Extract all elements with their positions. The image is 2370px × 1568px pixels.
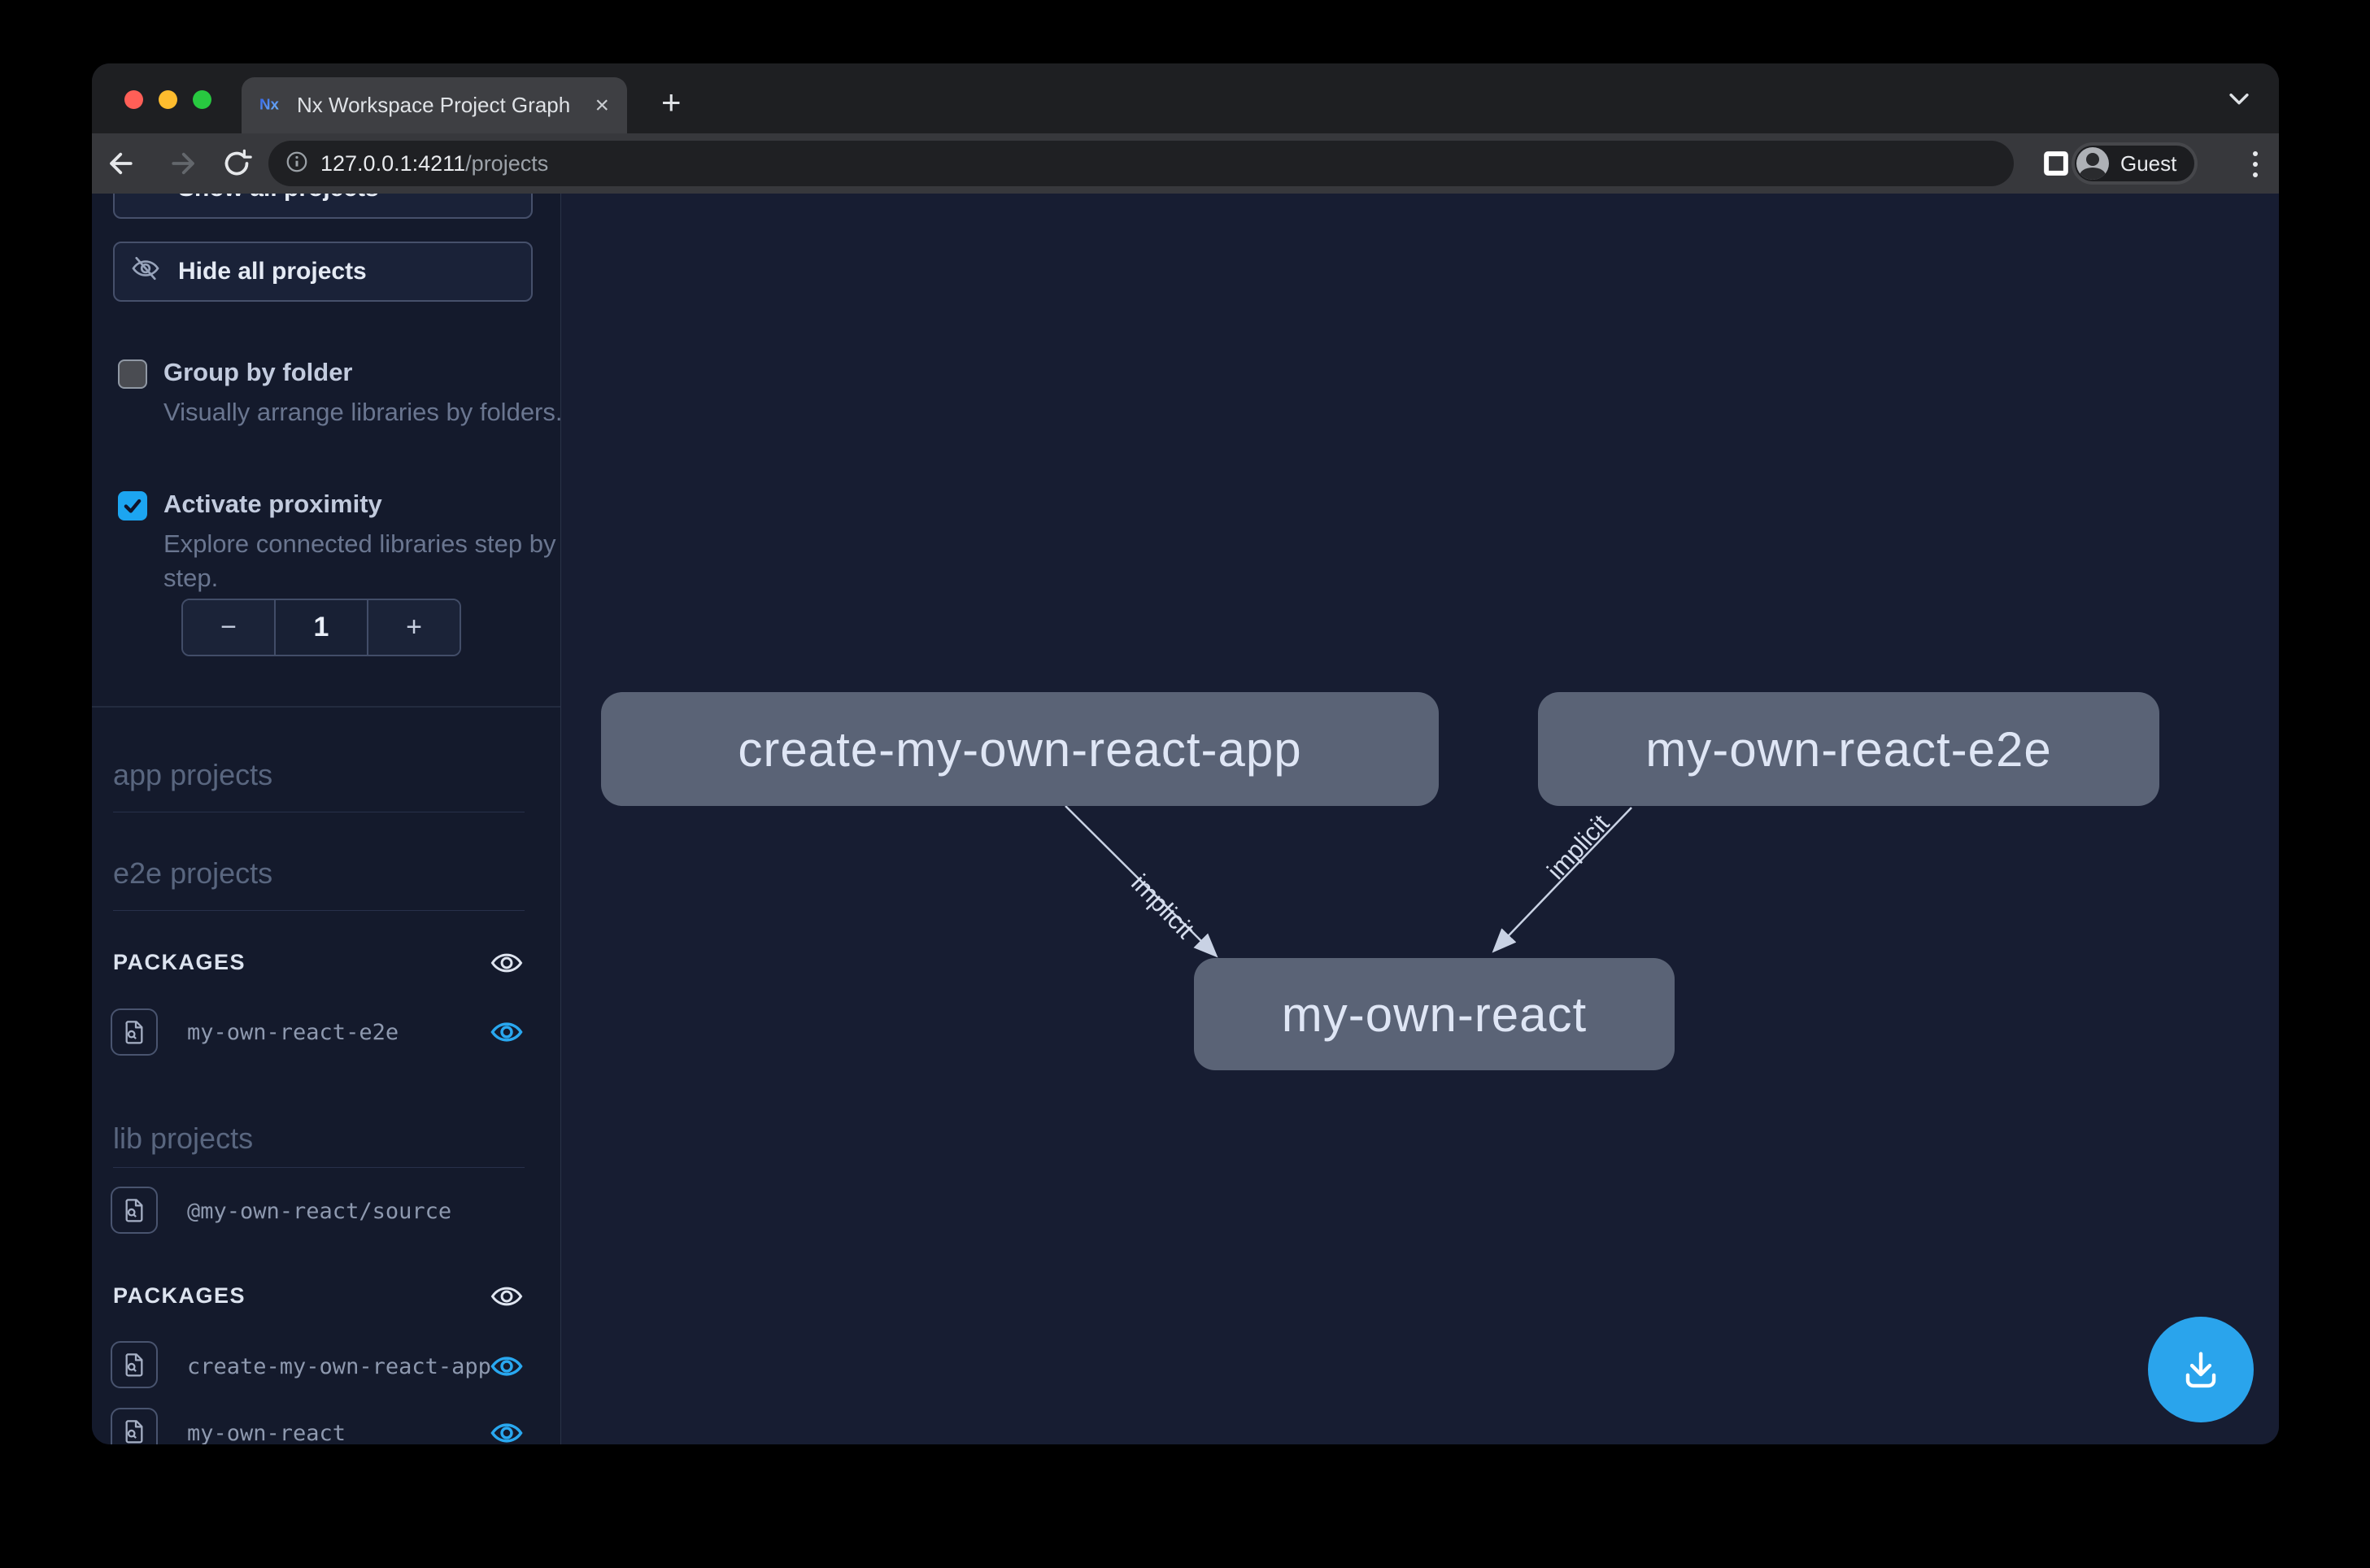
project-item-label[interactable]: my-own-react	[187, 1421, 346, 1444]
hide-all-projects-button[interactable]: Hide all projects	[113, 242, 533, 302]
page-content: Show all projects Hide all projects Grou…	[92, 194, 2279, 1444]
group-by-folder-label: Group by folder	[163, 358, 353, 386]
svg-text:Nx: Nx	[259, 96, 280, 113]
url-text: 127.0.0.1:4211/projects	[320, 151, 548, 176]
back-icon[interactable]	[103, 147, 136, 180]
project-item-label[interactable]: @my-own-react/source	[187, 1199, 452, 1224]
close-window-button[interactable]	[124, 90, 143, 109]
packages-eye-icon[interactable]	[490, 1279, 524, 1313]
browser-window: Nx Nx Workspace Project Graph × +	[92, 63, 2279, 1444]
browser-menu-icon[interactable]	[2239, 148, 2272, 181]
group-by-folder-checkbox[interactable]	[118, 359, 147, 389]
project-file-icon[interactable]	[111, 1408, 158, 1444]
tab-nx-workspace[interactable]: Nx Nx Workspace Project Graph ×	[242, 77, 627, 133]
url-path: /projects	[465, 150, 549, 176]
tab-title: Nx Workspace Project Graph	[297, 93, 571, 117]
browser-toolbar: 127.0.0.1:4211/projects Guest	[92, 133, 2279, 194]
lib-projects-heading: lib projects	[113, 1122, 254, 1155]
traffic-lights	[124, 90, 211, 109]
avatar	[2076, 147, 2109, 180]
edge-e2e-to-react[interactable]	[1492, 807, 1632, 953]
proximity-depth-value: 1	[274, 600, 368, 655]
activate-proximity-description: Explore connected libraries step by step…	[163, 529, 556, 592]
eye-off-icon	[131, 254, 160, 290]
minimize-window-button[interactable]	[159, 90, 177, 109]
graph-node-my-own-react[interactable]: my-own-react	[1194, 958, 1675, 1070]
url-host: 127.0.0.1:4211	[320, 150, 466, 176]
tab-strip: Nx Nx Workspace Project Graph × +	[92, 63, 2279, 133]
show-all-projects-label: Show all projects	[178, 194, 379, 203]
graph-edges: implicit implicit	[1065, 805, 1632, 958]
profile-button[interactable]: Guest	[2072, 142, 2198, 185]
activate-proximity-checkbox[interactable]	[118, 491, 147, 520]
e2e-projects-rule	[113, 910, 525, 911]
address-bar[interactable]: 127.0.0.1:4211/projects	[268, 141, 2014, 186]
tab-close-icon[interactable]: ×	[595, 91, 609, 119]
packages-heading-e2e: PACKAGES	[113, 950, 246, 974]
tab-search-chevron-icon[interactable]	[2225, 85, 2253, 116]
lib-projects-rule	[113, 1167, 525, 1168]
sidebar-divider	[92, 706, 560, 708]
profile-name: Guest	[2120, 150, 2177, 176]
project-file-icon[interactable]	[111, 1008, 158, 1056]
new-tab-button[interactable]: +	[661, 83, 682, 121]
nx-favicon-icon: Nx	[259, 91, 284, 120]
edge-create-to-react[interactable]	[1065, 805, 1218, 958]
e2e-projects-heading: e2e projects	[113, 856, 273, 890]
proximity-depth-stepper: − 1 +	[181, 599, 461, 656]
show-all-projects-button[interactable]: Show all projects	[113, 194, 533, 219]
project-item-label[interactable]: my-own-react-e2e	[187, 1020, 399, 1045]
site-info-icon[interactable]	[285, 150, 309, 178]
sidebar: Show all projects Hide all projects Grou…	[92, 194, 561, 1444]
side-panel-icon[interactable]	[2041, 148, 2072, 183]
graph-node-my-own-react-e2e[interactable]: my-own-react-e2e	[1538, 692, 2159, 806]
project-visible-eye-icon[interactable]	[490, 1416, 524, 1444]
eye-icon	[131, 194, 160, 207]
app-projects-heading: app projects	[113, 758, 273, 791]
profile-pill: Guest	[2075, 146, 2195, 181]
group-by-folder-description: Visually arrange libraries by folders.	[163, 398, 561, 426]
project-item-label[interactable]: create-my-own-react-app	[187, 1354, 491, 1379]
download-graph-button[interactable]	[2148, 1317, 2254, 1422]
project-file-icon[interactable]	[111, 1341, 158, 1388]
increment-button[interactable]: +	[368, 600, 460, 655]
decrement-button[interactable]: −	[183, 600, 274, 655]
activate-proximity-label: Activate proximity	[163, 490, 382, 518]
project-graph-canvas[interactable]: implicit implicit create-my-own-react-ap…	[561, 194, 2279, 1444]
forward-icon[interactable]	[168, 147, 201, 180]
download-icon	[2172, 1339, 2229, 1400]
project-visible-eye-icon[interactable]	[490, 1015, 524, 1049]
project-visible-eye-icon[interactable]	[490, 1349, 524, 1383]
edge-label: implicit	[1541, 809, 1614, 885]
reload-icon[interactable]	[220, 147, 253, 180]
edge-label: implicit	[1126, 869, 1200, 944]
packages-eye-icon[interactable]	[490, 946, 524, 980]
project-file-icon[interactable]	[111, 1187, 158, 1234]
graph-node-create-my-own-react-app[interactable]: create-my-own-react-app	[601, 692, 1439, 806]
hide-all-projects-label: Hide all projects	[178, 258, 367, 285]
maximize-window-button[interactable]	[193, 90, 211, 109]
packages-heading-lib: PACKAGES	[113, 1283, 246, 1308]
